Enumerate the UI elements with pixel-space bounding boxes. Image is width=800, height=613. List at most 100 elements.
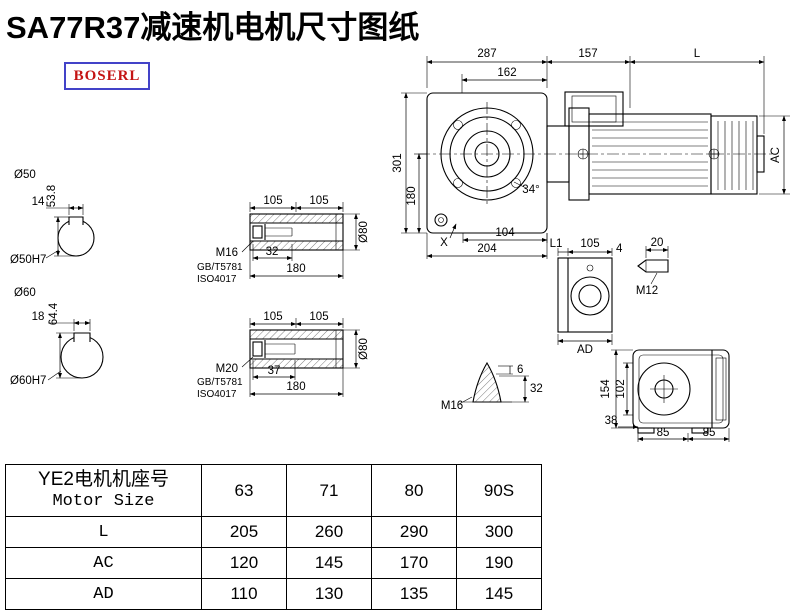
plug-outline bbox=[637, 259, 669, 273]
bolt-hole bbox=[511, 120, 521, 130]
dim-angle-label: 34° bbox=[522, 184, 539, 196]
drain-plug-inner bbox=[438, 217, 444, 223]
dim-L-label: L bbox=[694, 48, 701, 60]
table-header-motor-size: YE2电机机座号 Motor Size bbox=[5, 464, 202, 517]
motor-end-cap bbox=[756, 135, 765, 173]
dim-105a-label: 105 bbox=[263, 195, 282, 207]
table-row-label: AC bbox=[5, 547, 202, 579]
keyway-60 bbox=[73, 332, 91, 342]
dim-32-label: 32 bbox=[266, 246, 279, 258]
dim-4-label: 4 bbox=[616, 243, 623, 255]
bolt-hole bbox=[453, 120, 463, 130]
table-row-label: L bbox=[5, 516, 202, 548]
dim-180-label: 180 bbox=[286, 381, 305, 393]
dim-14-label: 14 bbox=[32, 196, 45, 208]
table-cell: 145 bbox=[456, 578, 542, 610]
bore-50H7-label: Ø50H7 bbox=[10, 254, 46, 266]
dim-301-label: 301 bbox=[392, 153, 404, 172]
table-cell: 135 bbox=[371, 578, 457, 610]
std-iso-label: ISO4017 bbox=[197, 274, 237, 285]
dim-38-label: 38 bbox=[605, 415, 618, 427]
dim-180-label: 180 bbox=[286, 263, 305, 275]
table-cell: 190 bbox=[456, 547, 542, 579]
dim-AC-label: AC bbox=[770, 147, 782, 163]
main-view: 287 162 157 L 301 bbox=[392, 48, 790, 259]
dim-X-label: X bbox=[440, 237, 448, 249]
end-view: 154 102 38 85 85 bbox=[600, 349, 730, 442]
dim-85b-label: 85 bbox=[703, 427, 716, 439]
shaft-detail-50: 14 53.8 Ø50 Ø50H7 bbox=[10, 169, 95, 266]
table-cell: 205 bbox=[201, 516, 287, 548]
table-row-label: AD bbox=[5, 578, 202, 610]
dim-6-label: 6 bbox=[517, 364, 523, 376]
table-size-63: 63 bbox=[201, 464, 287, 517]
bore-60H7-label: Ø60H7 bbox=[10, 375, 46, 387]
dim-angle-34: 34° bbox=[513, 181, 540, 196]
dim-154-label: 154 bbox=[600, 379, 612, 399]
hollow-shaft-2: 105 105 37 180 M20 GB/T5781 ISO4017 Ø80 bbox=[197, 311, 370, 400]
table-cell: 145 bbox=[286, 547, 372, 579]
foot bbox=[637, 427, 655, 434]
dim-AC: AC bbox=[759, 115, 790, 195]
drain-plug bbox=[434, 213, 448, 227]
dim-18-label: 18 bbox=[32, 311, 45, 323]
terminal-profile bbox=[715, 357, 727, 421]
hollow-shaft-1: 105 105 32 180 M16 GB/T5781 ISO4017 Ø80 bbox=[197, 195, 370, 285]
dim-104: 104 bbox=[462, 227, 548, 243]
technical-drawing: 287 162 157 L 301 bbox=[10, 48, 790, 442]
hollow-shaft-outline bbox=[249, 213, 344, 251]
end-view-outline bbox=[632, 349, 730, 429]
dim-287-label: 287 bbox=[477, 48, 496, 60]
side-view-outline bbox=[557, 257, 613, 333]
dim-20-label: 20 bbox=[651, 237, 664, 249]
shaft-detail-60: 18 64.4 Ø60 Ø60H7 bbox=[10, 287, 104, 387]
side-view: L1 105 4 AD bbox=[550, 238, 623, 356]
dim-180: 180 bbox=[406, 153, 427, 234]
terminal-box-lid bbox=[571, 95, 617, 123]
dim-37-label: 37 bbox=[268, 365, 281, 377]
dim-X: X bbox=[440, 223, 457, 249]
dim-105b-label: 105 bbox=[309, 311, 328, 323]
motor-size-table: YE2电机机座号 Motor Size 63 71 80 90S L 205 2… bbox=[5, 464, 542, 610]
thread-M20-label: M20 bbox=[216, 363, 238, 375]
thread-M16-label: M16 bbox=[216, 247, 238, 259]
dim-104-label: 104 bbox=[495, 227, 515, 239]
table-cell: 170 bbox=[371, 547, 457, 579]
bolt-hole bbox=[453, 178, 463, 188]
shaft-circle-50 bbox=[57, 219, 95, 257]
table-cell: 130 bbox=[286, 578, 372, 610]
table-cell: 300 bbox=[456, 516, 542, 548]
dim-32-label: 32 bbox=[530, 383, 543, 395]
std-gb-label: GB/T5781 bbox=[197, 262, 243, 273]
side-view-bore bbox=[570, 276, 610, 316]
shaft-circle-60 bbox=[60, 335, 104, 379]
table-row-AC: AC 120 145 170 190 bbox=[5, 547, 542, 579]
dim-L1-label: L1 bbox=[550, 238, 563, 250]
thread-M16-label: M16 bbox=[441, 400, 463, 412]
thread-M12-label: M12 bbox=[636, 285, 658, 297]
table-row-L: L 205 260 290 300 bbox=[5, 516, 542, 548]
dim-287: 287 bbox=[426, 48, 548, 88]
dim-204-label: 204 bbox=[477, 243, 497, 255]
dim-53.8-label: 53.8 bbox=[46, 185, 58, 207]
hollow-shaft-outline bbox=[249, 329, 344, 369]
boserl-logo: BOSERL bbox=[64, 62, 150, 90]
motor bbox=[546, 91, 765, 201]
table-cell: 120 bbox=[201, 547, 287, 579]
cone-view: 6 32 M16 bbox=[441, 361, 543, 412]
dim-162-label: 162 bbox=[497, 67, 516, 79]
logo-text: BOSERL bbox=[73, 67, 141, 84]
table-size-71: 71 bbox=[286, 464, 372, 517]
foot bbox=[691, 427, 709, 434]
bolt-head bbox=[252, 225, 263, 239]
dim-od80-label: Ø80 bbox=[358, 338, 370, 360]
end-view-bore bbox=[637, 362, 691, 416]
dim-157-label: 157 bbox=[578, 48, 597, 60]
dim-105a-label: 105 bbox=[263, 311, 282, 323]
bolt-hole bbox=[511, 178, 521, 188]
std-gb-label: GB/T5781 bbox=[197, 377, 243, 388]
dim-105-label: 105 bbox=[580, 238, 599, 250]
cone-outline bbox=[472, 361, 502, 403]
dia-50-label: Ø50 bbox=[14, 169, 36, 181]
